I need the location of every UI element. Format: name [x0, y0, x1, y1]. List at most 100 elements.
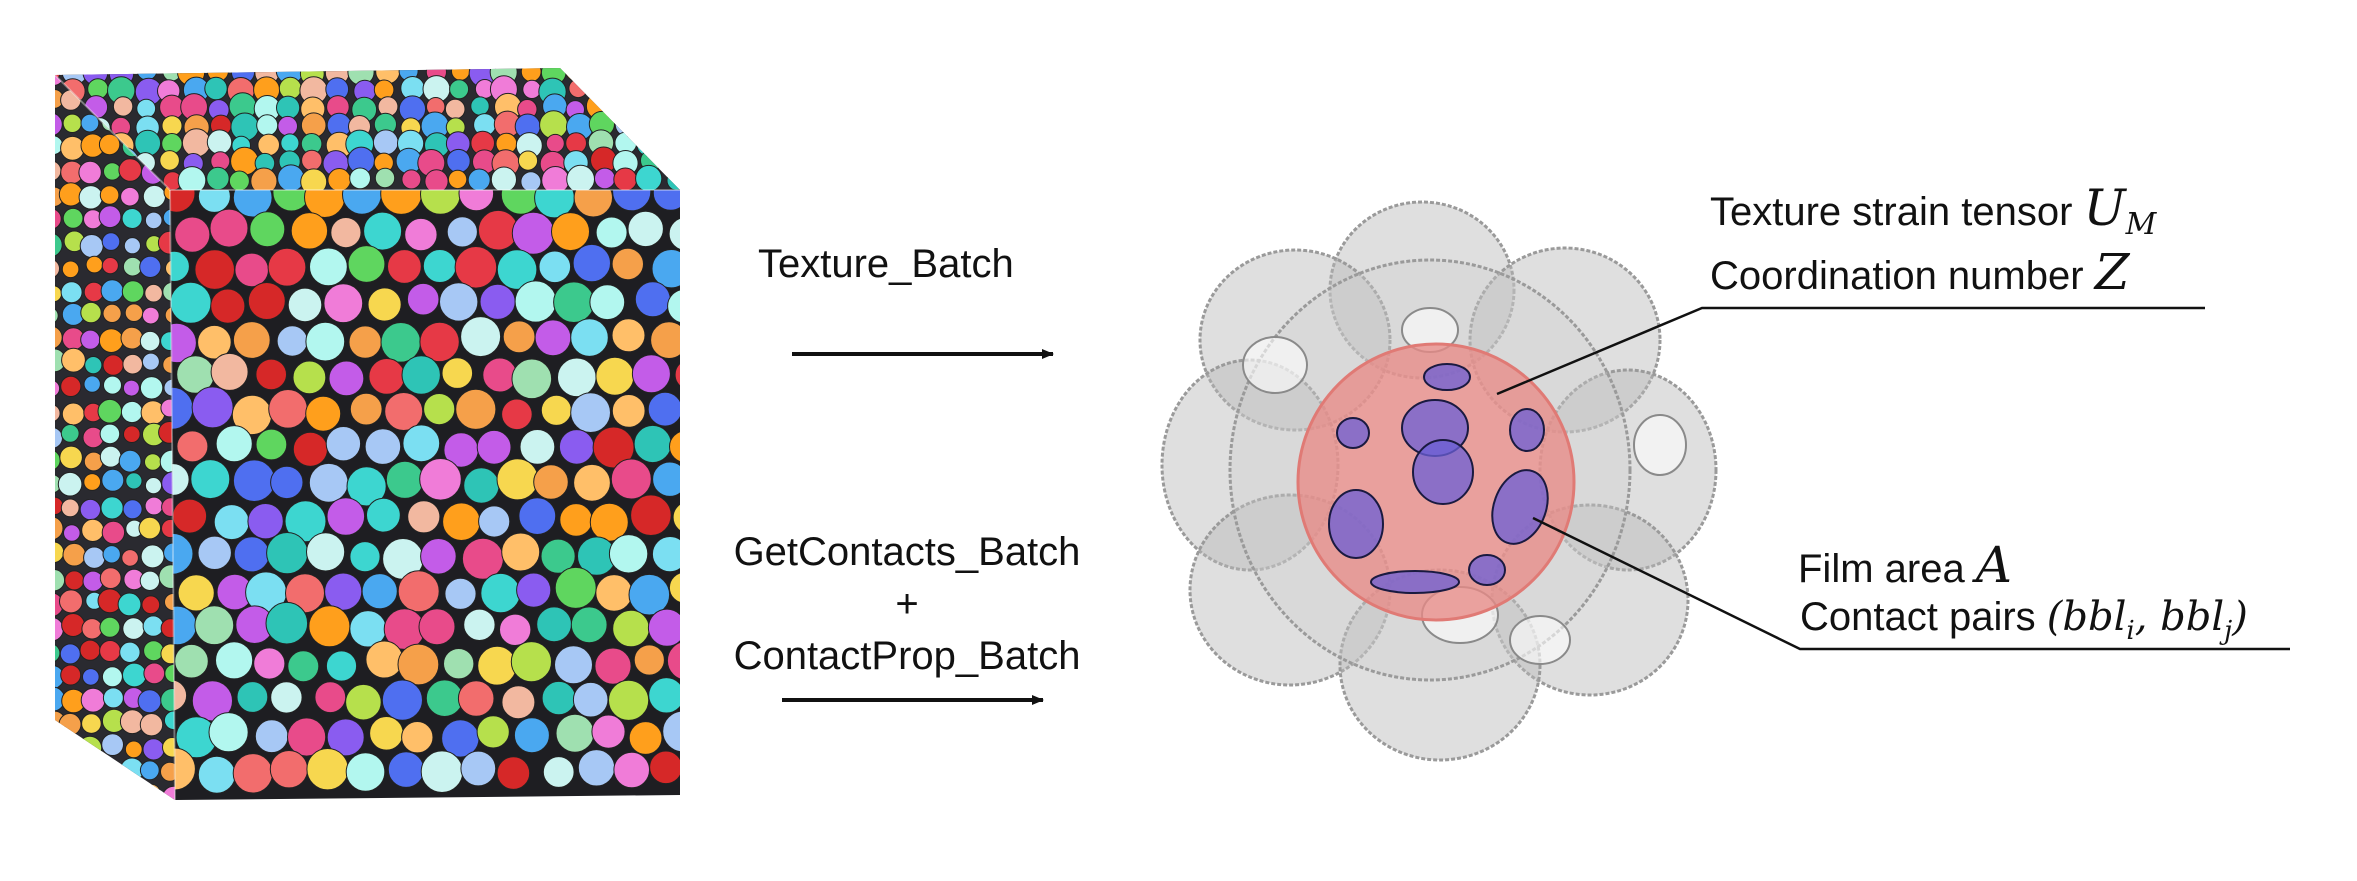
- foam-cell: [55, 160, 62, 182]
- foam-cell: [81, 618, 103, 640]
- foam-cell: [81, 518, 105, 543]
- foam-cell: [608, 534, 649, 574]
- foam-cell: [612, 190, 652, 212]
- foam-cell: [277, 115, 299, 137]
- foam-cell: [62, 113, 83, 134]
- foam-cell: [60, 375, 82, 397]
- foam-cell: [554, 645, 593, 685]
- foam-cell: [55, 379, 61, 398]
- foam-cell: [79, 234, 104, 258]
- foam-cell: [58, 712, 82, 736]
- foam-cell: [455, 388, 497, 430]
- foam-cell: [255, 428, 288, 461]
- foam-cell: [210, 352, 249, 391]
- foam-cell: [479, 283, 516, 320]
- foam-cell: [55, 307, 59, 325]
- foam-cell: [308, 605, 351, 648]
- foam-cell: [595, 216, 628, 249]
- foam-cell: [458, 190, 495, 212]
- foam-cell: [55, 258, 60, 279]
- foam-cell: [668, 217, 680, 251]
- foam-cell: [540, 394, 573, 426]
- foam-cell: [425, 679, 464, 718]
- foam-cell: [591, 68, 611, 84]
- foam-cell: [381, 679, 423, 721]
- foam-cell: [124, 303, 144, 323]
- foam-cell: [234, 252, 269, 288]
- foam-cell: [482, 357, 518, 393]
- foam-cell: [142, 615, 165, 637]
- foam-cell: [587, 76, 612, 101]
- foam-cell: [144, 477, 163, 495]
- foam-cell: [501, 398, 533, 431]
- foam-cell: [232, 459, 276, 503]
- foam-cell: [210, 288, 246, 324]
- foam-cell: [277, 164, 305, 190]
- foam-cell: [123, 425, 141, 444]
- foam-cell: [170, 322, 197, 364]
- foam-cell: [250, 167, 278, 190]
- foam-cell: [61, 402, 85, 426]
- foam-cell: [287, 650, 320, 683]
- foam-cell: [80, 301, 102, 324]
- foam-cell: [144, 211, 163, 230]
- foam-cell: [345, 752, 386, 792]
- foam-cell: [542, 756, 575, 788]
- foam-cell: [478, 505, 511, 538]
- foam-cell: [367, 287, 402, 322]
- foam-cell: [78, 160, 102, 185]
- foam-cell: [99, 616, 121, 638]
- foam-cell: [101, 733, 124, 756]
- foam-cell: [232, 753, 274, 794]
- contact-film: [1509, 408, 1545, 452]
- foam-cell: [98, 205, 122, 229]
- contact-pairs-sub-j: j: [2224, 616, 2233, 646]
- foam-cell: [292, 431, 328, 467]
- foam-cell: [510, 641, 553, 683]
- foam-cell: [349, 167, 372, 190]
- foam-cell: [102, 303, 122, 323]
- foam-cell: [447, 169, 468, 190]
- foam-cell: [190, 459, 231, 500]
- foam-cell: [306, 532, 346, 572]
- foam-cell: [122, 353, 143, 375]
- bubble-opening: [1633, 414, 1687, 476]
- foam-cell: [309, 247, 348, 287]
- foam-cell: [55, 763, 63, 781]
- foam-cell: [554, 566, 597, 609]
- foam-cell: [101, 232, 121, 251]
- foam-cell: [553, 281, 595, 324]
- foam-cell: [647, 608, 680, 647]
- foam-cell: [345, 683, 382, 721]
- foam-cell: [401, 169, 422, 190]
- foam-cell: [476, 715, 510, 749]
- contact-pairs-sub-i: i: [2126, 616, 2135, 646]
- foam-cell: [594, 167, 616, 190]
- foam-cell: [247, 503, 284, 540]
- foam-cell: [280, 133, 300, 153]
- foam-cell: [157, 230, 175, 255]
- foam-cell: [545, 133, 565, 153]
- foam-cell: [103, 375, 122, 395]
- foam-cell: [499, 613, 532, 646]
- foam-cell: [117, 592, 142, 617]
- foam-cell: [477, 645, 518, 686]
- foam-cell: [422, 249, 457, 283]
- foam-cell: [668, 571, 680, 604]
- foam-cell: [514, 280, 557, 323]
- foam-cell: [55, 664, 65, 690]
- foam-cell: [99, 445, 122, 468]
- foam-cell: [60, 424, 80, 443]
- foam-cell: [591, 714, 626, 749]
- foam-cell: [55, 285, 63, 303]
- contact-pairs-close: ): [2232, 594, 2248, 640]
- foam-cell: [444, 577, 477, 610]
- foam-cell: [100, 279, 124, 303]
- foam-cell: [419, 321, 460, 363]
- foam-cell: [665, 151, 680, 173]
- foam-cell: [139, 376, 164, 400]
- foam-cell: [325, 650, 358, 682]
- foam-cell: [55, 135, 64, 156]
- foam-cell: [572, 243, 611, 283]
- foam-cell: [232, 190, 273, 218]
